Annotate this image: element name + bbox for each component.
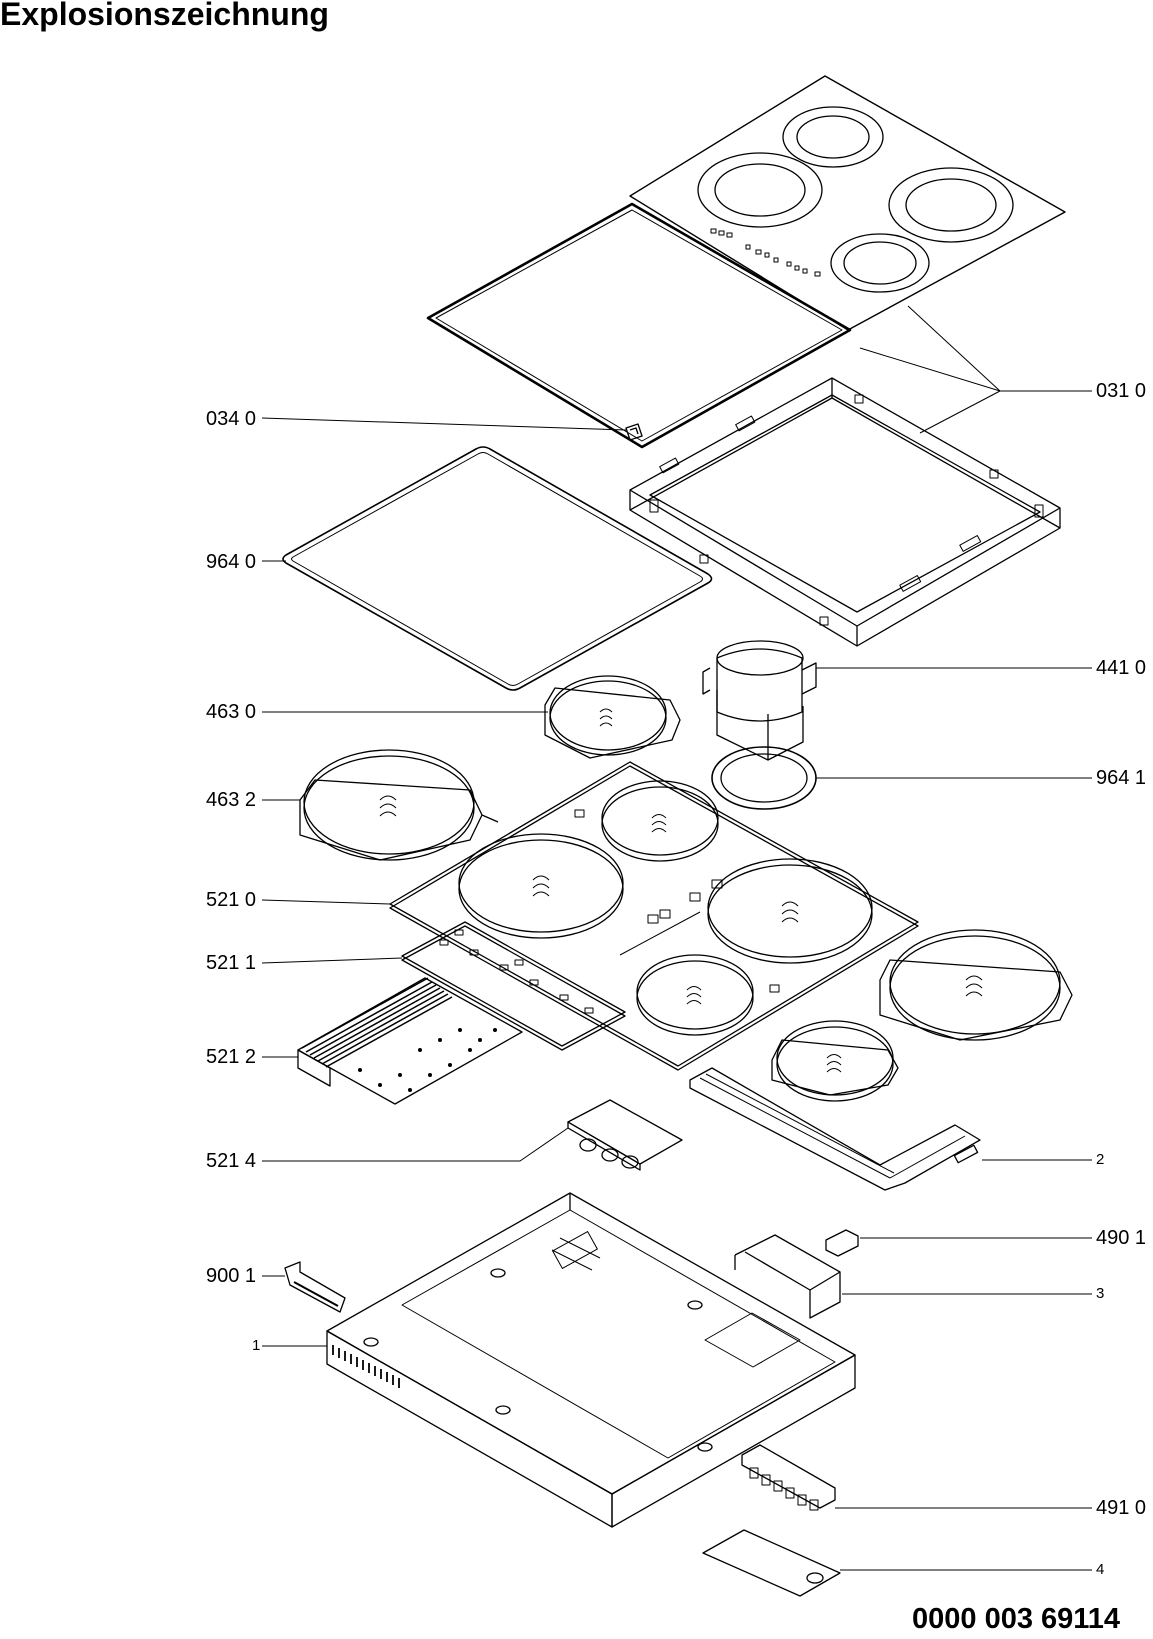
part-463-2-coil <box>299 749 499 861</box>
callout-521-2: 521 2 <box>206 1046 257 1068</box>
glass-frame-gasket <box>426 202 852 449</box>
callout-1: 1 <box>252 1337 261 1354</box>
part-964-0-gasket <box>282 446 713 691</box>
callout-521-4: 521 4 <box>206 1150 257 1172</box>
leader-034-0 <box>261 417 627 431</box>
callout-4: 4 <box>1096 1561 1105 1578</box>
touch-control-symbols <box>710 228 821 277</box>
callout-521-1: 521 1 <box>206 952 257 974</box>
part-964-1-ring <box>711 746 817 810</box>
part-521-4-module <box>567 1099 683 1171</box>
callout-441-0: 441 0 <box>1096 657 1147 679</box>
part-463-0-coil <box>544 675 681 759</box>
leader-521-1 <box>261 957 403 964</box>
coil-right-large <box>879 929 1073 1041</box>
part-491-0-terminal-block <box>741 1444 836 1511</box>
coil-right-small <box>771 1020 899 1102</box>
part-3-bracket <box>734 1234 841 1319</box>
leader-031-0 <box>859 305 1092 434</box>
part-2-ribbon-cable <box>689 1067 981 1191</box>
part-441-0-fan <box>702 640 817 761</box>
part-521-1-board-strip <box>401 921 626 1051</box>
glass-cooktop-top <box>629 75 1066 331</box>
callout-900-1: 900 1 <box>206 1265 257 1287</box>
part-034-0-clip <box>625 423 643 441</box>
callout-964-0: 964 0 <box>206 551 257 573</box>
leader-521-4 <box>262 1127 569 1162</box>
callout-034-0: 034 0 <box>206 408 257 430</box>
leader-521-0 <box>261 899 391 905</box>
part-900-1-hook <box>284 1261 346 1313</box>
document-number: 0000 003 69114 <box>912 1603 1121 1635</box>
part-521-0-carrier-plate <box>389 761 919 1071</box>
part-490-1-sensor <box>825 1229 859 1257</box>
page-title: Explosionszeichnung <box>0 0 329 32</box>
callout-491-0: 491 0 <box>1096 1497 1147 1519</box>
callout-031-0: 031 0 <box>1096 380 1147 402</box>
callout-2: 2 <box>1096 1151 1105 1168</box>
part-4-cover-plate <box>702 1529 841 1597</box>
callout-521-0: 521 0 <box>206 889 257 911</box>
part-1-bottom-housing <box>326 1192 856 1528</box>
callout-490-1: 490 1 <box>1096 1227 1147 1249</box>
callout-463-2: 463 2 <box>206 789 257 811</box>
callout-3: 3 <box>1096 1285 1105 1302</box>
cooktop-frame <box>629 377 1061 647</box>
callout-463-0: 463 0 <box>206 701 257 723</box>
callout-964-1: 964 1 <box>1096 767 1147 789</box>
part-521-2-power-board <box>297 977 523 1105</box>
